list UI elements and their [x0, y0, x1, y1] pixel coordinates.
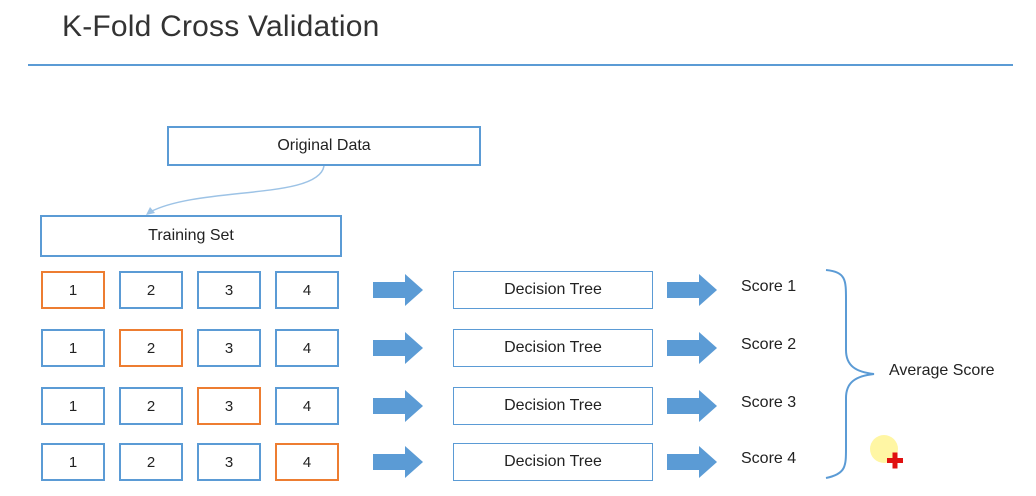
- train-fold: 3: [197, 271, 261, 309]
- train-fold: 2: [119, 271, 183, 309]
- train-fold: 1: [41, 443, 105, 481]
- test-fold: 3: [197, 387, 261, 425]
- train-fold: 4: [275, 271, 339, 309]
- cursor-highlight: [870, 435, 898, 463]
- right-arrow-icon: [667, 332, 717, 364]
- right-arrow-icon: [373, 274, 423, 306]
- right-arrow-icon: [373, 332, 423, 364]
- decision-tree-box: Decision Tree: [453, 329, 653, 367]
- connector-arrowhead: [146, 207, 155, 215]
- train-fold: 2: [119, 387, 183, 425]
- original-data-box: Original Data: [167, 126, 481, 166]
- right-arrow-icon: [667, 446, 717, 478]
- test-fold: 1: [41, 271, 105, 309]
- decision-tree-box: Decision Tree: [453, 271, 653, 309]
- train-fold: 3: [197, 329, 261, 367]
- slide-title: K-Fold Cross Validation: [62, 10, 380, 43]
- cursor-plus-icon: [887, 452, 903, 469]
- test-fold: 4: [275, 443, 339, 481]
- right-arrow-icon: [373, 446, 423, 478]
- average-score-label: Average Score: [889, 362, 995, 379]
- train-fold: 1: [41, 387, 105, 425]
- train-fold: 2: [119, 443, 183, 481]
- training-set-box: Training Set: [40, 215, 342, 257]
- score-label: Score 2: [741, 336, 797, 353]
- test-fold: 2: [119, 329, 183, 367]
- train-fold: 4: [275, 387, 339, 425]
- score-label: Score 3: [741, 394, 797, 411]
- title-underline: [28, 64, 1013, 66]
- decision-tree-box: Decision Tree: [453, 443, 653, 481]
- train-fold: 1: [41, 329, 105, 367]
- connector-curve: [149, 165, 325, 213]
- right-arrow-icon: [667, 274, 717, 306]
- score-label: Score 1: [741, 278, 797, 295]
- average-brace: [825, 269, 875, 479]
- train-fold: 3: [197, 443, 261, 481]
- decision-tree-box: Decision Tree: [453, 387, 653, 425]
- right-arrow-icon: [667, 390, 717, 422]
- right-arrow-icon: [373, 390, 423, 422]
- score-label: Score 4: [741, 450, 797, 467]
- train-fold: 4: [275, 329, 339, 367]
